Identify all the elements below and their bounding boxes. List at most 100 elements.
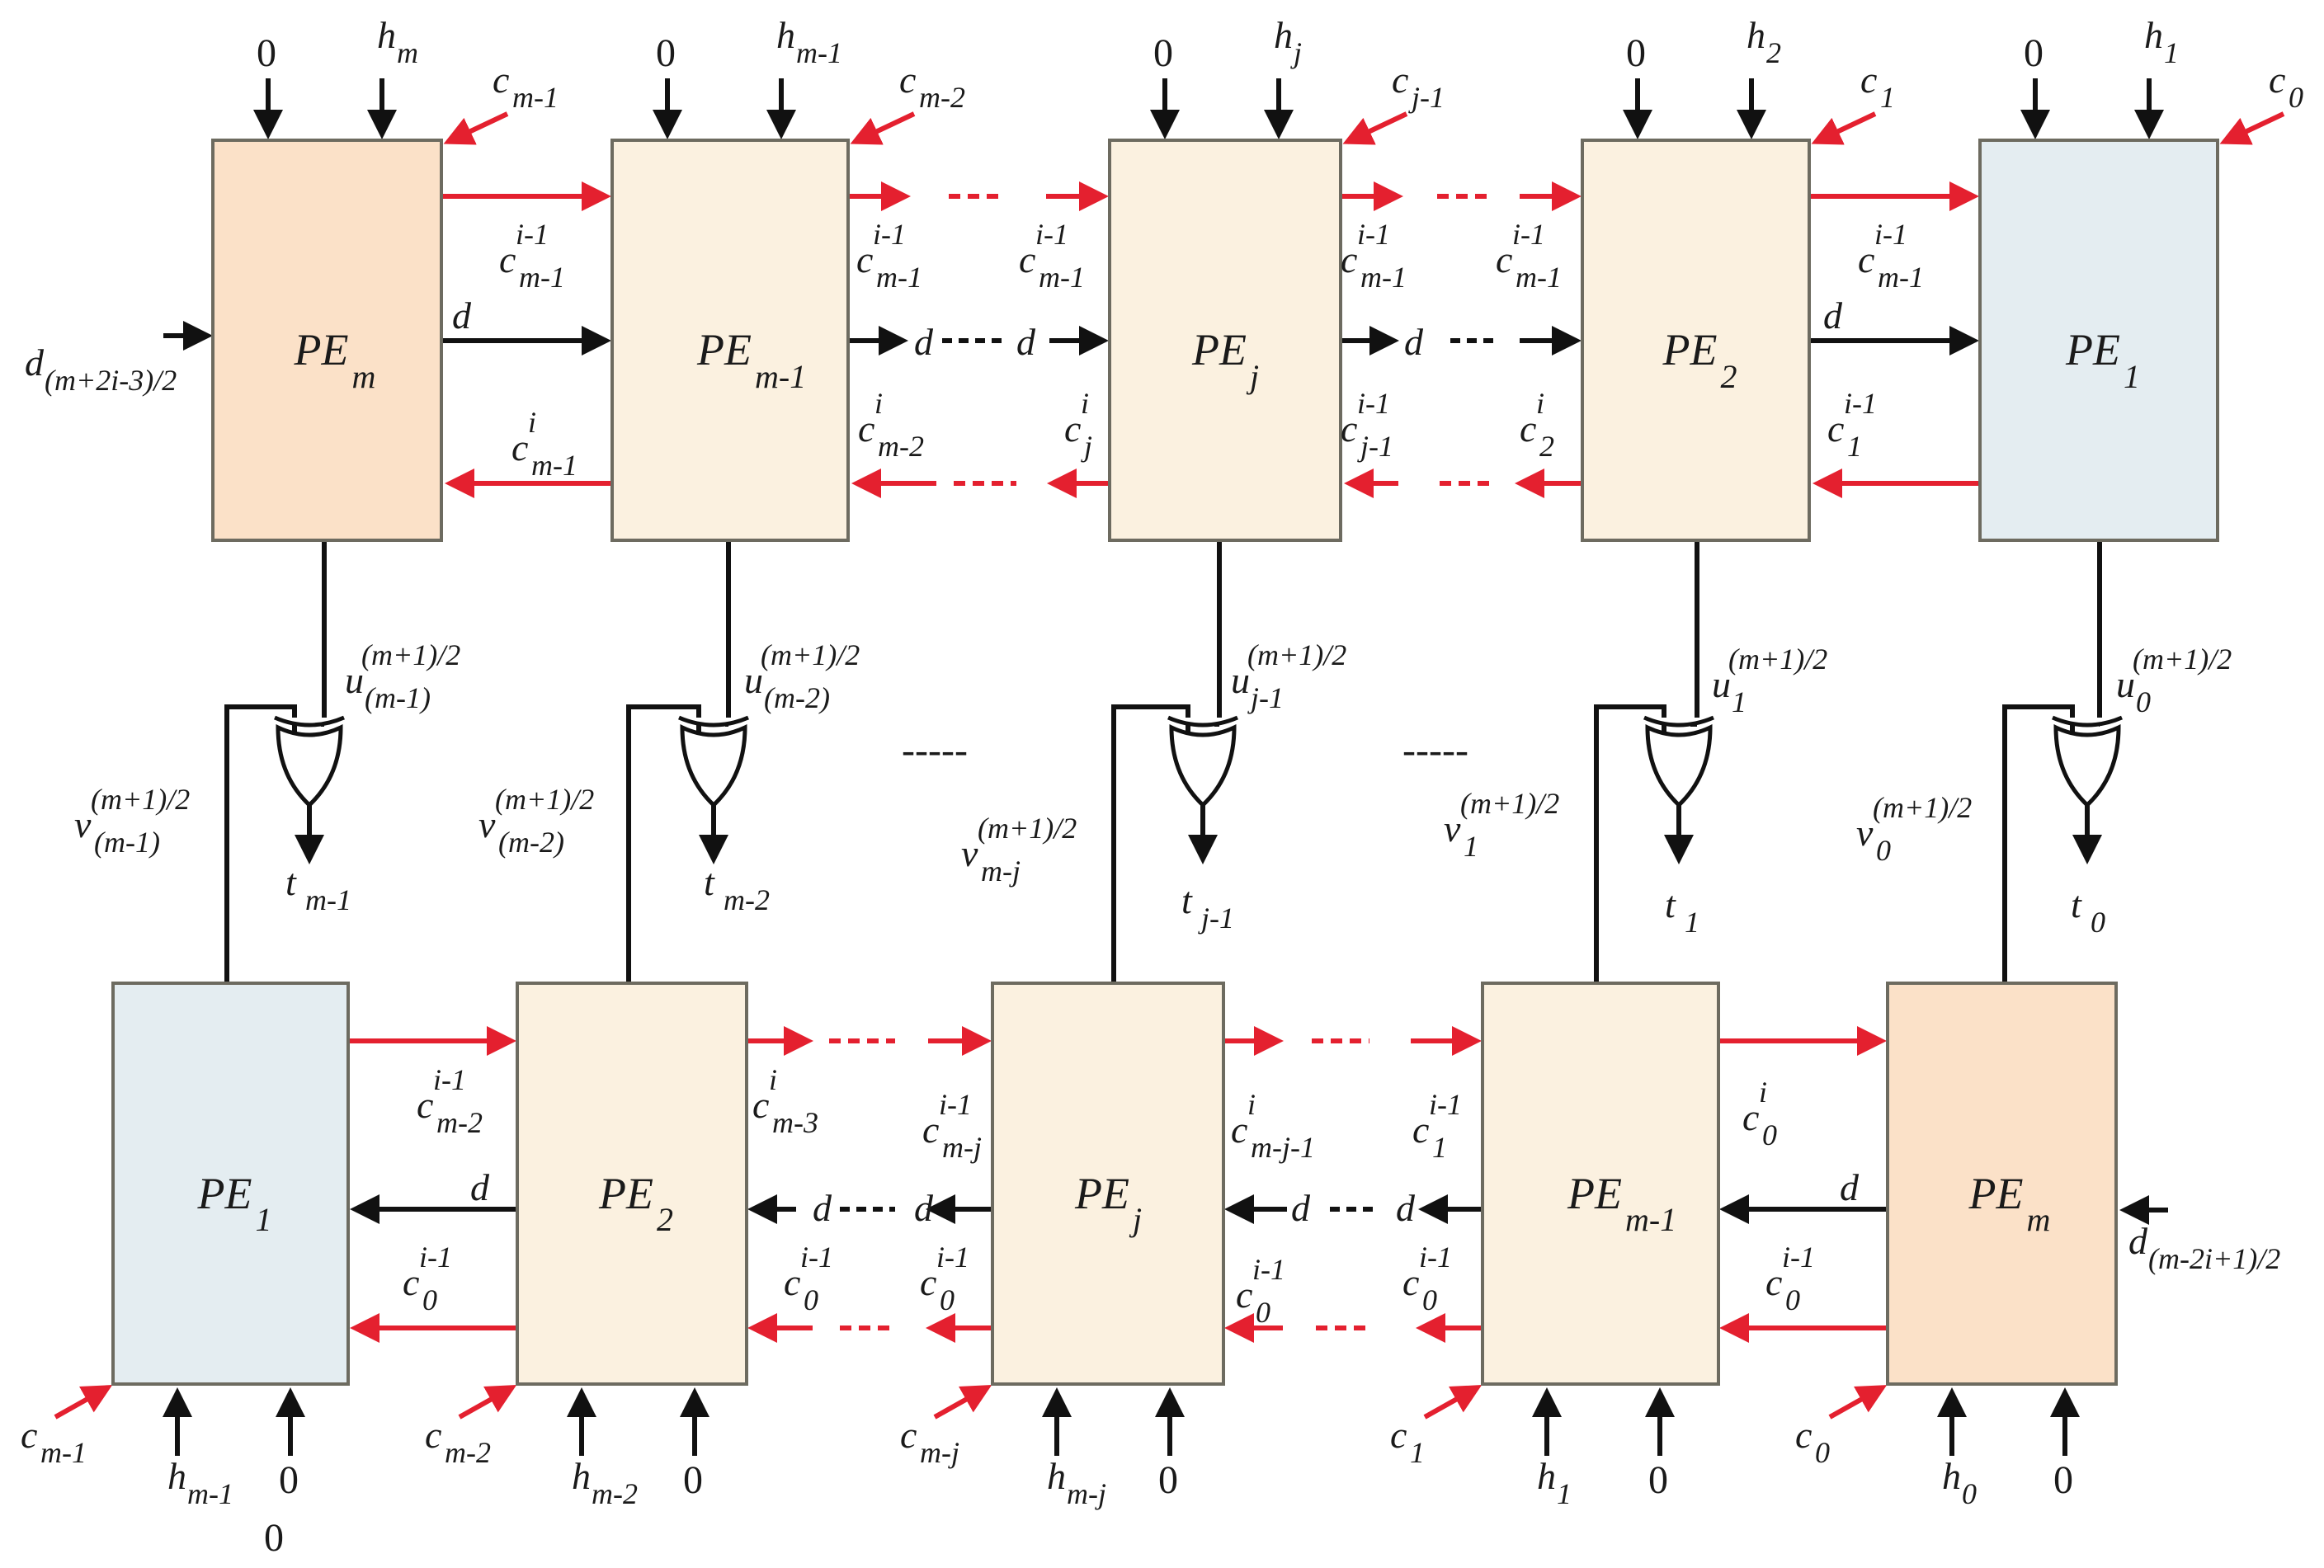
top-h-label-2-base: h xyxy=(776,14,795,56)
bottom-pe-label-2: PE2 xyxy=(598,1169,673,1238)
top-h-label-2-sub: m-1 xyxy=(796,36,842,69)
xor-gate-5-back xyxy=(2052,715,2123,727)
top-upper-red-label-5-sup: i-1 xyxy=(1512,218,1545,251)
t-label-2-sub: m-2 xyxy=(724,883,770,916)
top-upper-red-label-2-sup: i-1 xyxy=(873,218,906,251)
bottom-c-label-4-sub: 1 xyxy=(1410,1436,1425,1469)
t-label-1-sub: m-1 xyxy=(305,883,351,916)
bottom-pe-block-1 xyxy=(111,982,350,1386)
top-c-label-5-base: c xyxy=(2269,59,2285,101)
u-label-1-sub: (m-1) xyxy=(365,681,431,714)
bottom-c-label-5-sub: 0 xyxy=(1815,1436,1830,1469)
u-label-4-sup: (m+1)/2 xyxy=(1728,643,1827,676)
u-label-2-sup: (m+1)/2 xyxy=(761,638,860,671)
top-c-arrow-5 xyxy=(2219,111,2285,145)
bottom-pe-label-5: PEm xyxy=(1968,1169,2051,1238)
bottom-pe-block-2 xyxy=(516,982,748,1386)
top-lower-red-label-5-sub: 2 xyxy=(1539,430,1554,463)
v-label-2-base: v xyxy=(478,803,496,845)
bottom-h-label-1-sub: m-1 xyxy=(187,1477,233,1510)
bottom-right-d-label-base: d xyxy=(2128,1220,2148,1262)
v-label-4-sub: 1 xyxy=(1464,830,1478,863)
bottom-d-label-4: d xyxy=(1291,1187,1311,1229)
top-left-d-label-base: d xyxy=(25,341,45,384)
bottom-upper-red-label-5-sub: 1 xyxy=(1432,1131,1447,1164)
bottom-h-label-4-sub: 1 xyxy=(1557,1477,1572,1510)
bottom-d-label-3: d xyxy=(914,1187,934,1229)
top-pe-label-1: PEm xyxy=(294,325,376,395)
bottom-lower-red-label-4-sup: i-1 xyxy=(1252,1253,1285,1286)
top-h-label-5-sub: 1 xyxy=(2164,36,2179,69)
bottom-lower-red-label-5-sup: i-1 xyxy=(1419,1241,1452,1274)
u-label-3-sup: (m+1)/2 xyxy=(1247,638,1346,671)
bottom-upper-red-label-5-sup: i-1 xyxy=(1429,1088,1462,1121)
xor-gate-2-back xyxy=(678,715,749,727)
bottom-upper-red-label-2: cim-3 xyxy=(752,1063,818,1139)
t-label-5-base: t xyxy=(2071,883,2082,925)
v-label-3-sup: (m+1)/2 xyxy=(978,812,1077,845)
top-upper-red-label-2: ci-1m-1 xyxy=(856,218,922,294)
top-lower-red-label-2-base: c xyxy=(858,407,874,450)
bottom-upper-red-label-3-sup: i-1 xyxy=(939,1088,972,1121)
bottom-pe-label-1: PE1 xyxy=(197,1169,272,1238)
bottom-c-arrow-5 xyxy=(1828,1385,1888,1420)
u-label-5-sub: 0 xyxy=(2136,685,2151,718)
bottom-zero-label-4: 0 xyxy=(1648,1458,1668,1502)
top-upper-red-label-6-base: c xyxy=(1858,238,1874,280)
top-pe-label-3: PEj xyxy=(1191,325,1259,395)
bottom-zero-label-5: 0 xyxy=(2053,1458,2073,1502)
v-label-5-base: v xyxy=(1856,812,1874,854)
top-pe-sub: m xyxy=(352,358,376,395)
top-lower-red-label-5-sup: i xyxy=(1536,387,1544,420)
bottom-d-label-6: d xyxy=(1840,1166,1860,1208)
top-upper-red-label-3-base: c xyxy=(1019,238,1035,280)
bottom-pe-name: PE xyxy=(1567,1169,1622,1218)
bottom-lower-red-label-6-base: c xyxy=(1765,1261,1782,1303)
top-d-label-5: d xyxy=(1823,294,1843,337)
top-lower-red-label-6: ci-11 xyxy=(1827,387,1877,463)
u-label-4-sub: 1 xyxy=(1732,685,1747,718)
top-pe-block-5 xyxy=(1978,139,2219,542)
bottom-pe-sub: m xyxy=(2027,1201,2051,1238)
top-h-label-3-sub: j xyxy=(1290,36,1302,69)
u-label-5-base: u xyxy=(2116,663,2135,705)
bottom-right-d-label-sub: (m-2i+1)/2 xyxy=(2148,1242,2280,1275)
top-c-label-2-sub: m-2 xyxy=(919,81,965,114)
xor-gate-4-back xyxy=(1643,715,1714,727)
top-pe-name: PE xyxy=(1662,325,1718,374)
top-pe-label-2: PEm-1 xyxy=(696,325,806,395)
t-label-3-sub: j-1 xyxy=(1198,902,1234,935)
top-c-label-4-sub: 1 xyxy=(1880,81,1895,114)
xor-gate-4 xyxy=(1643,715,1714,808)
v-label-1-sub: (m-1) xyxy=(94,826,160,859)
bottom-upper-red-label-6-sub: 0 xyxy=(1762,1118,1777,1151)
u-label-5-sup: (m+1)/2 xyxy=(2133,643,2232,676)
xor-gate-3-body xyxy=(1169,724,1237,808)
bottom-upper-red-label-3: ci-1m-j xyxy=(922,1088,982,1164)
top-c-label-3-base: c xyxy=(1392,59,1408,101)
bottom-upper-red-label-1-sup: i-1 xyxy=(433,1063,466,1096)
xor-gate-3-back xyxy=(1167,715,1238,727)
top-lower-red-label-6-sup: i-1 xyxy=(1844,387,1877,420)
top-pe-name: PE xyxy=(696,325,752,374)
top-pe-sub: m-1 xyxy=(755,358,806,395)
top-d-label-2: d xyxy=(914,321,934,363)
t-label-2-base: t xyxy=(704,861,715,903)
xor-gate-3 xyxy=(1167,715,1238,808)
top-upper-red-label-3-sub: m-1 xyxy=(1039,261,1085,294)
top-c-arrow-4 xyxy=(1811,111,1877,145)
t-label-2: t m-2 xyxy=(704,861,770,916)
blocks-layer xyxy=(111,139,2219,1386)
top-left-d-label-sub: (m+2i-3)/2 xyxy=(45,364,177,397)
